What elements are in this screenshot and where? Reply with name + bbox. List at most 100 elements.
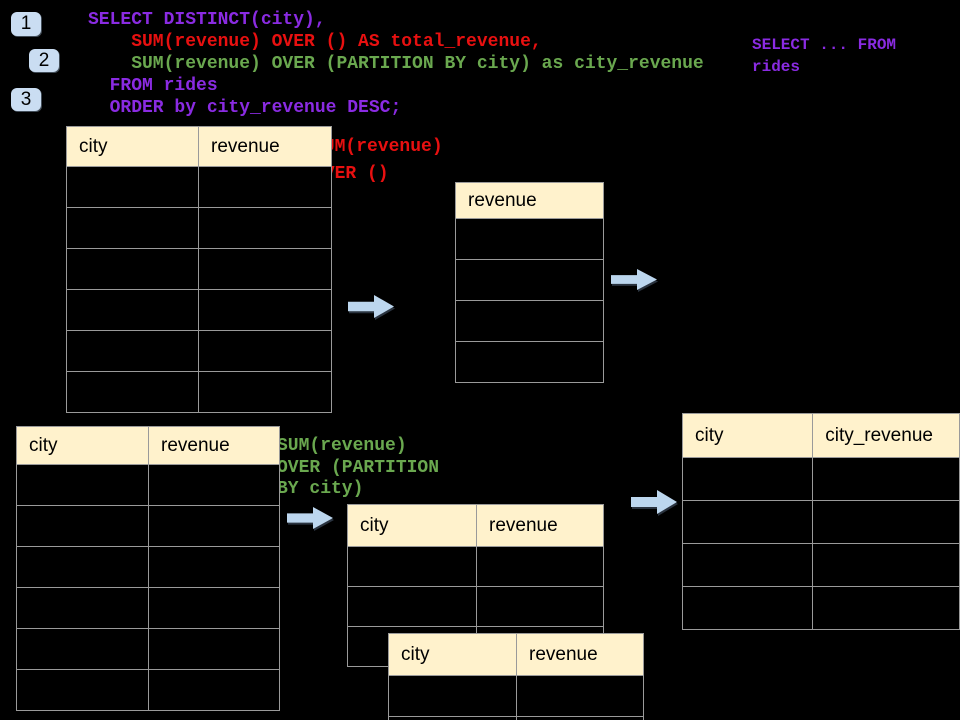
- table-row: [16, 669, 280, 711]
- column-header: city: [66, 126, 199, 167]
- table-row: [66, 166, 332, 208]
- table-row: [681, 500, 960, 544]
- table-row: [347, 586, 604, 627]
- table-row: [681, 543, 960, 587]
- empty-cell: [16, 505, 149, 547]
- empty-cell: [812, 500, 960, 544]
- table-row: [66, 248, 332, 290]
- sql-code-line: FROM rides: [88, 76, 218, 96]
- empty-cell: [476, 546, 604, 587]
- column-header: revenue: [516, 633, 644, 676]
- empty-cell: [455, 341, 604, 383]
- column-header: city: [347, 504, 477, 547]
- table-row: [347, 546, 604, 587]
- empty-cell: [198, 207, 332, 249]
- step-badge-3: 3: [11, 88, 41, 111]
- column-header: revenue: [198, 126, 332, 167]
- empty-cell: [812, 457, 960, 501]
- empty-cell: [148, 628, 280, 670]
- empty-cell: [16, 464, 149, 506]
- empty-cell: [66, 330, 199, 372]
- empty-cell: [455, 218, 604, 260]
- empty-cell: [388, 716, 517, 720]
- step-badge-1: 1: [11, 12, 41, 36]
- empty-cell: [681, 500, 814, 544]
- empty-cell: [347, 586, 477, 627]
- header-row: revenue: [455, 182, 604, 219]
- arrow-right-icon: [611, 269, 657, 290]
- empty-cell: [198, 166, 332, 208]
- column-header: revenue: [476, 504, 604, 547]
- empty-cell: [16, 669, 149, 711]
- table-row: [16, 587, 280, 629]
- empty-cell: [455, 300, 604, 342]
- empty-cell: [198, 248, 332, 290]
- total-revenue-annotation: SUM(revenue) OVER (): [313, 137, 443, 184]
- empty-cell: [66, 248, 199, 290]
- table-row: [16, 546, 280, 588]
- table-row: [66, 330, 332, 372]
- empty-cell: [16, 587, 149, 629]
- column-header: city: [681, 413, 814, 458]
- table-row: [455, 218, 604, 260]
- sql-code-line: SUM(revenue) OVER (PARTITION BY city) as…: [88, 54, 704, 74]
- empty-cell: [148, 464, 280, 506]
- empty-cell: [388, 675, 517, 717]
- table-row: [455, 259, 604, 301]
- table-row: [66, 371, 332, 413]
- arrow-right-icon: [287, 507, 333, 529]
- table-row: [681, 586, 960, 630]
- empty-cell: [516, 716, 644, 720]
- sql-code-line: SELECT DISTINCT(city),: [88, 10, 326, 30]
- table-row: [66, 289, 332, 331]
- empty-cell: [455, 259, 604, 301]
- table-row: [455, 341, 604, 383]
- empty-cell: [476, 586, 604, 627]
- empty-cell: [16, 546, 149, 588]
- total-revenue-table: revenue: [455, 182, 604, 383]
- empty-cell: [148, 669, 280, 711]
- empty-cell: [347, 546, 477, 587]
- sql-side-note: SELECT ... FROM rides: [752, 36, 897, 76]
- empty-cell: [812, 586, 960, 630]
- empty-cell: [148, 505, 280, 547]
- table-row: [388, 716, 644, 720]
- empty-cell: [198, 289, 332, 331]
- sql-code-line: ORDER by city_revenue DESC;: [88, 98, 402, 118]
- table-row: [66, 207, 332, 249]
- column-header: city: [16, 426, 149, 465]
- empty-cell: [198, 330, 332, 372]
- column-header: revenue: [455, 182, 604, 219]
- table-row: [681, 457, 960, 501]
- empty-cell: [681, 543, 814, 587]
- column-header: revenue: [148, 426, 280, 465]
- sql-code-block: SELECT DISTINCT(city), SUM(revenue) OVER…: [88, 9, 704, 119]
- empty-cell: [198, 371, 332, 413]
- table-row: [455, 300, 604, 342]
- table-row: [16, 505, 280, 547]
- arrow-right-icon: [631, 490, 677, 514]
- column-header: city: [388, 633, 517, 676]
- empty-cell: [66, 207, 199, 249]
- empty-cell: [148, 546, 280, 588]
- empty-cell: [66, 289, 199, 331]
- empty-cell: [516, 675, 644, 717]
- step-badge-2: 2: [29, 49, 59, 72]
- empty-cell: [66, 166, 199, 208]
- sql-code-line: SUM(revenue) OVER () AS total_revenue,: [88, 32, 542, 52]
- table-row: [16, 628, 280, 670]
- table-row: [388, 675, 644, 717]
- empty-cell: [681, 457, 814, 501]
- arrow-right-icon: [348, 295, 394, 318]
- partition-annotation: SUM(revenue) OVER (PARTITION BY city): [277, 436, 440, 499]
- empty-cell: [681, 586, 814, 630]
